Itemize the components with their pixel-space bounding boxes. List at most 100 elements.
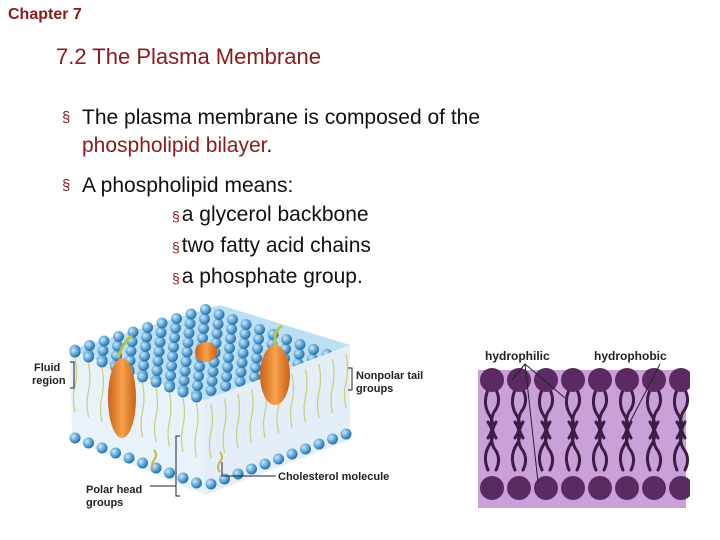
polar-head — [199, 313, 210, 325]
polar-head — [222, 361, 233, 373]
polar-head — [249, 371, 260, 383]
polar-head — [156, 317, 168, 329]
slide-title: 7.2 The Plasma Membrane — [56, 44, 321, 69]
bullet-marker-icon: § — [62, 177, 71, 194]
polar-head — [207, 366, 219, 377]
polar-head — [232, 468, 244, 480]
svg-text:region: region — [32, 375, 66, 387]
polar-head — [250, 362, 261, 373]
bilayer-head — [507, 476, 531, 500]
svg-text:Cholesterol molecule: Cholesterol molecule — [278, 471, 389, 483]
bullet-2-text: A phospholipid means: — [82, 174, 294, 197]
bullet-1-term: phospholipid bilayer — [82, 134, 267, 157]
fluid-region-label: Fluid region — [32, 361, 75, 389]
polar-head — [313, 438, 325, 450]
polar-head — [227, 314, 238, 325]
polar-head — [253, 333, 264, 345]
polar-head — [150, 376, 162, 388]
polar-head — [137, 457, 148, 469]
polar-head — [234, 376, 246, 387]
polar-head — [236, 357, 248, 368]
bilayer-cross-section: hydrophilic hydrophobic — [478, 349, 690, 508]
bilayer-head — [615, 476, 639, 500]
polar-head-label: Polar head groups — [86, 435, 180, 509]
polar-head — [252, 343, 263, 354]
polar-head — [237, 347, 249, 359]
polar-head — [125, 345, 137, 357]
polar-head — [180, 356, 192, 367]
bilayer-head — [669, 476, 690, 500]
polar-head — [140, 341, 151, 352]
bilayer-head — [480, 368, 504, 392]
bullet-1-text: The plasma membrane is composed of the — [82, 106, 481, 129]
polar-head — [98, 335, 110, 347]
bilayer-head — [507, 368, 531, 392]
polar-head — [205, 385, 217, 396]
svg-text:hydrophilic: hydrophilic — [485, 349, 550, 363]
polar-head — [183, 327, 195, 339]
polar-head — [198, 323, 209, 334]
svg-text:groups: groups — [356, 383, 393, 395]
bilayer-head — [534, 368, 558, 392]
polar-head — [246, 463, 257, 475]
polar-head — [139, 350, 150, 362]
polar-head — [294, 339, 306, 350]
bilayer-head — [561, 368, 585, 392]
polar-head — [213, 309, 225, 320]
polar-head — [154, 336, 166, 348]
polar-head — [141, 331, 152, 343]
bilayer-head — [588, 368, 612, 392]
polar-head — [155, 327, 167, 338]
polar-head — [151, 365, 163, 376]
bilayer-head — [642, 476, 666, 500]
svg-text:hydrophobic: hydrophobic — [594, 349, 667, 363]
polar-head — [168, 341, 179, 353]
polar-head — [96, 356, 108, 368]
polar-head — [166, 360, 177, 372]
polar-head — [212, 318, 224, 330]
bilayer-head — [588, 476, 612, 500]
svg-text:Fluid: Fluid — [34, 362, 60, 374]
bilayer-head — [534, 476, 558, 500]
polar-head — [200, 304, 211, 315]
polar-head — [293, 348, 305, 360]
polar-head — [177, 472, 189, 484]
polar-head — [69, 432, 81, 444]
polar-head — [167, 351, 178, 362]
cholesterol-label: Cholesterol molecule — [151, 449, 389, 483]
polar-head — [197, 332, 208, 344]
bilayer-head — [669, 368, 690, 392]
polar-head — [327, 433, 338, 445]
polar-head — [205, 478, 217, 490]
polar-head — [179, 365, 191, 377]
membrane-protein — [108, 324, 290, 438]
polar-head — [259, 458, 271, 470]
polar-head — [83, 351, 94, 363]
polar-head — [153, 346, 165, 357]
sub-item: §two fatty acid chains — [172, 234, 371, 257]
polar-head — [211, 328, 223, 339]
hydrophobic-label: hydrophobic — [594, 349, 667, 423]
polar-head — [223, 352, 234, 363]
polar-head — [184, 318, 196, 329]
polar-head — [273, 453, 284, 465]
polar-head — [177, 386, 189, 398]
polar-head — [251, 352, 262, 364]
polar-head — [138, 360, 149, 371]
bullet-1: § The plasma membrane is composed of the… — [62, 104, 682, 160]
polar-head — [286, 448, 298, 460]
polar-head — [150, 462, 162, 474]
polar-head — [191, 391, 202, 403]
polar-head — [194, 361, 205, 372]
polar-head — [152, 355, 164, 367]
polar-head — [219, 473, 230, 485]
polar-head — [226, 323, 237, 335]
polar-head — [181, 346, 193, 358]
polar-head — [83, 437, 94, 449]
polar-head — [164, 381, 175, 393]
polar-head — [110, 447, 121, 459]
bilayer-head — [561, 476, 585, 500]
polar-head — [220, 380, 231, 392]
polar-head — [142, 322, 153, 333]
polar-head — [238, 338, 250, 349]
